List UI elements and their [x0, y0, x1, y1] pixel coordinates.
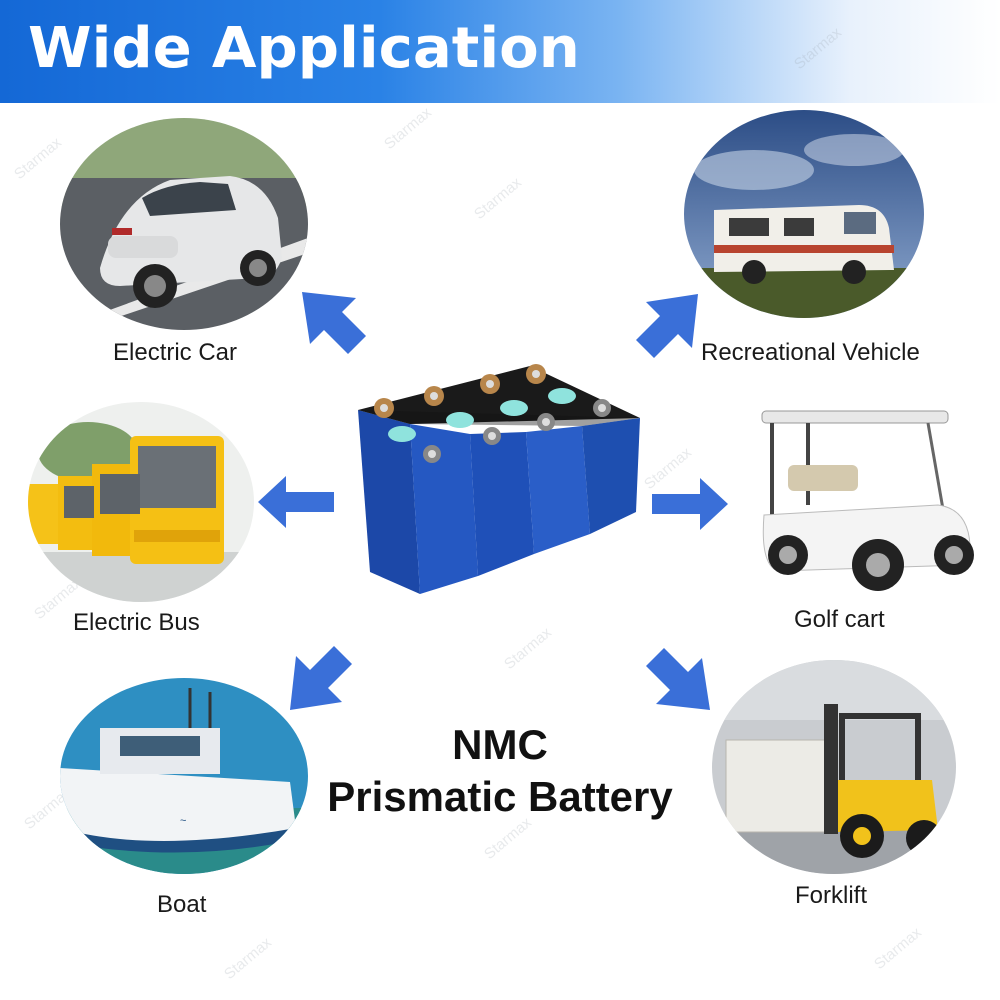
arrow-to-electric-car-icon [302, 292, 366, 354]
watermark: Starmax [11, 134, 65, 183]
product-name: Prismatic Battery [327, 773, 673, 820]
arrow-to-golf-cart-icon [652, 478, 728, 530]
boat-image: ~ [60, 678, 308, 874]
watermark: Starmax [871, 924, 925, 973]
nmc-prismatic-battery-image [358, 364, 640, 594]
watermark: Starmax [501, 624, 555, 673]
svg-text:~: ~ [180, 815, 186, 827]
electric-bus-label: Electric Bus [73, 609, 200, 636]
forklift-label: Forklift [795, 882, 867, 909]
recreational-vehicle-label: Recreational Vehicle [701, 339, 920, 366]
arrow-to-recreational-vehicle-icon [636, 294, 698, 358]
golf-cart-label: Golf cart [794, 606, 885, 633]
electric-car-label: Electric Car [113, 339, 238, 366]
electric-car-image [60, 118, 308, 330]
page-title: Wide Application [28, 16, 580, 81]
watermark: Starmax [471, 174, 525, 223]
golf-cart-image [748, 405, 980, 597]
header-banner: Wide Application [0, 0, 1000, 103]
watermark: Starmax [221, 934, 275, 983]
product-type: NMC [452, 721, 548, 768]
arrow-to-boat-icon [290, 646, 352, 710]
watermark: Starmax [381, 104, 435, 153]
recreational-vehicle-image [684, 110, 924, 318]
arrow-to-forklift-icon [646, 648, 710, 710]
arrow-to-electric-bus-icon [258, 476, 334, 528]
boat-label: Boat [157, 891, 207, 918]
forklift-image [712, 660, 956, 874]
electric-bus-image [28, 402, 254, 602]
